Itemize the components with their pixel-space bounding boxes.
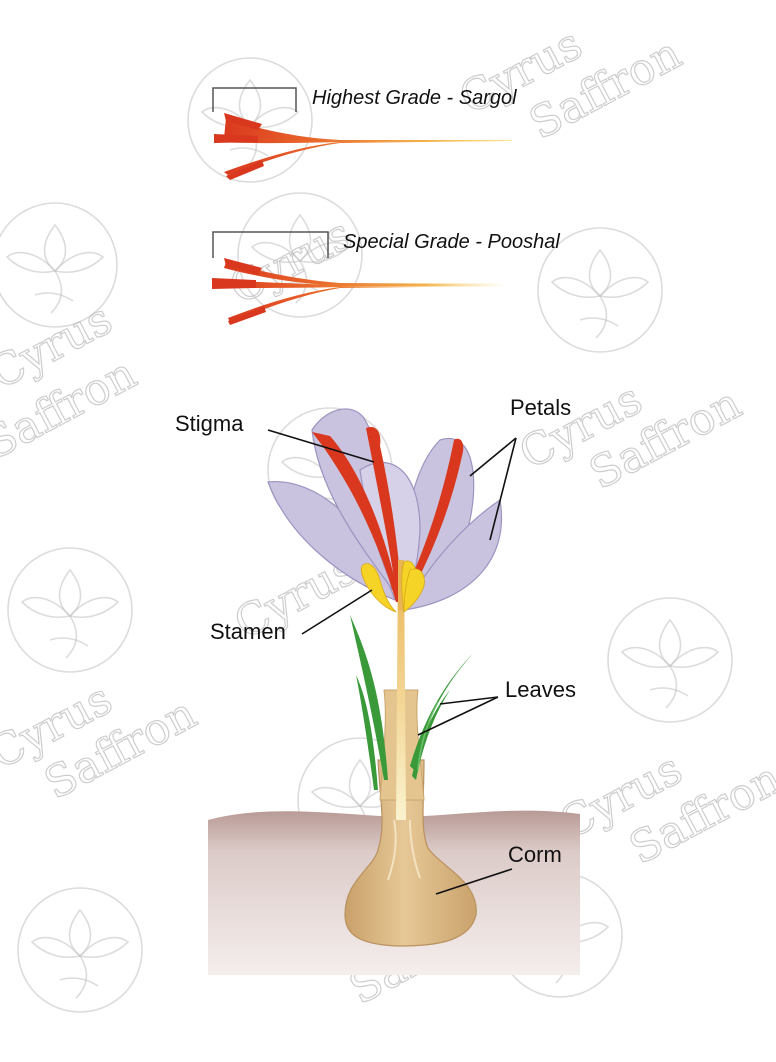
label-stamen: Stamen — [210, 619, 286, 644]
saffron-thread-bottom — [228, 286, 512, 322]
saffron-thread-top — [224, 118, 512, 143]
watermark-logo-icon — [7, 547, 133, 673]
grade-label: Special Grade - Pooshal — [343, 231, 560, 253]
watermark-logo-icon — [17, 887, 143, 1013]
watermark-logo-icon — [607, 597, 733, 723]
flower-tube — [396, 560, 406, 820]
label-corm: Corm — [508, 842, 562, 867]
saffron-thread-middle — [218, 136, 512, 144]
leaves — [350, 615, 474, 790]
grade-bracket — [212, 231, 329, 258]
petals-pointer-2 — [489, 437, 517, 541]
grade-sargol: Highest Grade - Sargol — [212, 87, 517, 180]
leaves-pointer-2 — [417, 696, 499, 736]
leaves-pointer-1 — [439, 696, 499, 705]
petals-pointer-1 — [469, 437, 517, 477]
grade-pooshal: Special Grade - Pooshal — [212, 231, 560, 325]
saffron-thread-bottom — [224, 141, 512, 175]
stigma-pointer — [267, 429, 375, 463]
grade-bracket — [212, 87, 297, 112]
stigma-left — [312, 432, 400, 602]
stigma-center — [366, 426, 402, 604]
label-petals: Petals — [510, 395, 571, 420]
grade-label: Highest Grade - Sargol — [312, 87, 517, 109]
saffron-thread-top — [224, 262, 512, 286]
label-stigma: Stigma — [175, 411, 244, 436]
stamens — [360, 560, 425, 614]
corm-pointer — [435, 868, 513, 895]
stamen-right — [403, 568, 425, 613]
corm — [344, 759, 477, 947]
saffron-thread-middle — [214, 280, 512, 288]
stamen-pointer — [301, 589, 373, 635]
stamen-left — [360, 563, 397, 613]
leader-lines — [267, 429, 517, 895]
stigma-right — [400, 438, 464, 606]
label-leaves: Leaves — [505, 677, 576, 702]
